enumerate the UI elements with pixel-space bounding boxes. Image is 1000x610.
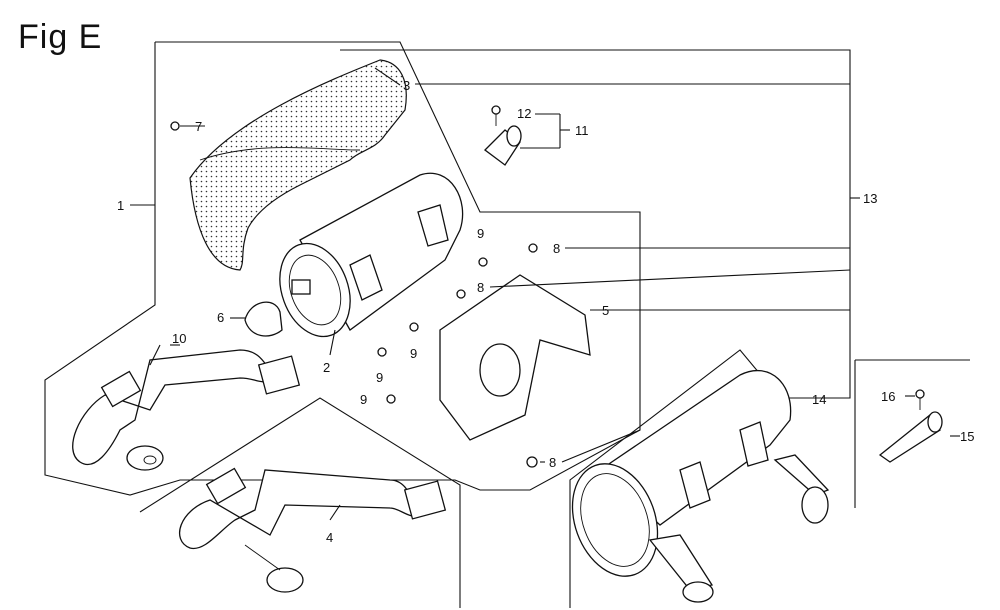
spark-arrester-part bbox=[484, 105, 522, 166]
callout-13: 13 bbox=[863, 191, 877, 206]
figure-title: Fig E bbox=[18, 18, 103, 56]
callout-11: 11 bbox=[575, 123, 589, 138]
callout-2: 2 bbox=[323, 360, 330, 375]
fasteners bbox=[170, 121, 538, 468]
callout-15: 15 bbox=[960, 429, 974, 444]
callout-8-upper: 8 bbox=[553, 241, 560, 256]
assembly-1-boundary bbox=[44, 41, 641, 496]
pipe-4-part bbox=[179, 467, 447, 593]
callout-5: 5 bbox=[602, 303, 609, 318]
callout-4: 4 bbox=[326, 530, 333, 545]
callout-1: 1 bbox=[117, 198, 124, 213]
callout-8-middle: 8 bbox=[477, 280, 484, 295]
callout-9-lower: 9 bbox=[376, 370, 383, 385]
spark-arrester-15-part bbox=[878, 389, 943, 463]
callout-9-bottom: 9 bbox=[360, 392, 367, 407]
muffler-part bbox=[279, 172, 464, 338]
muffler-14-part bbox=[571, 369, 830, 603]
callout-9-middle: 9 bbox=[410, 346, 417, 361]
callout-12: 12 bbox=[517, 106, 531, 121]
leader-lines bbox=[130, 67, 960, 521]
callout-7: 7 bbox=[195, 119, 202, 134]
pipe-10-part bbox=[72, 349, 301, 471]
callout-10: 10 bbox=[172, 331, 186, 346]
pipe-4-boundary bbox=[139, 397, 461, 608]
callout-14: 14 bbox=[812, 392, 826, 407]
clamp-part bbox=[244, 301, 283, 337]
callout-16: 16 bbox=[881, 389, 895, 404]
callout-6: 6 bbox=[217, 310, 224, 325]
bracket-part bbox=[439, 274, 591, 441]
heat-shield-part bbox=[189, 59, 407, 271]
callout-8-lower: 8 bbox=[549, 455, 556, 470]
callout-9-top: 9 bbox=[477, 226, 484, 241]
callout-3: 3 bbox=[403, 78, 410, 93]
